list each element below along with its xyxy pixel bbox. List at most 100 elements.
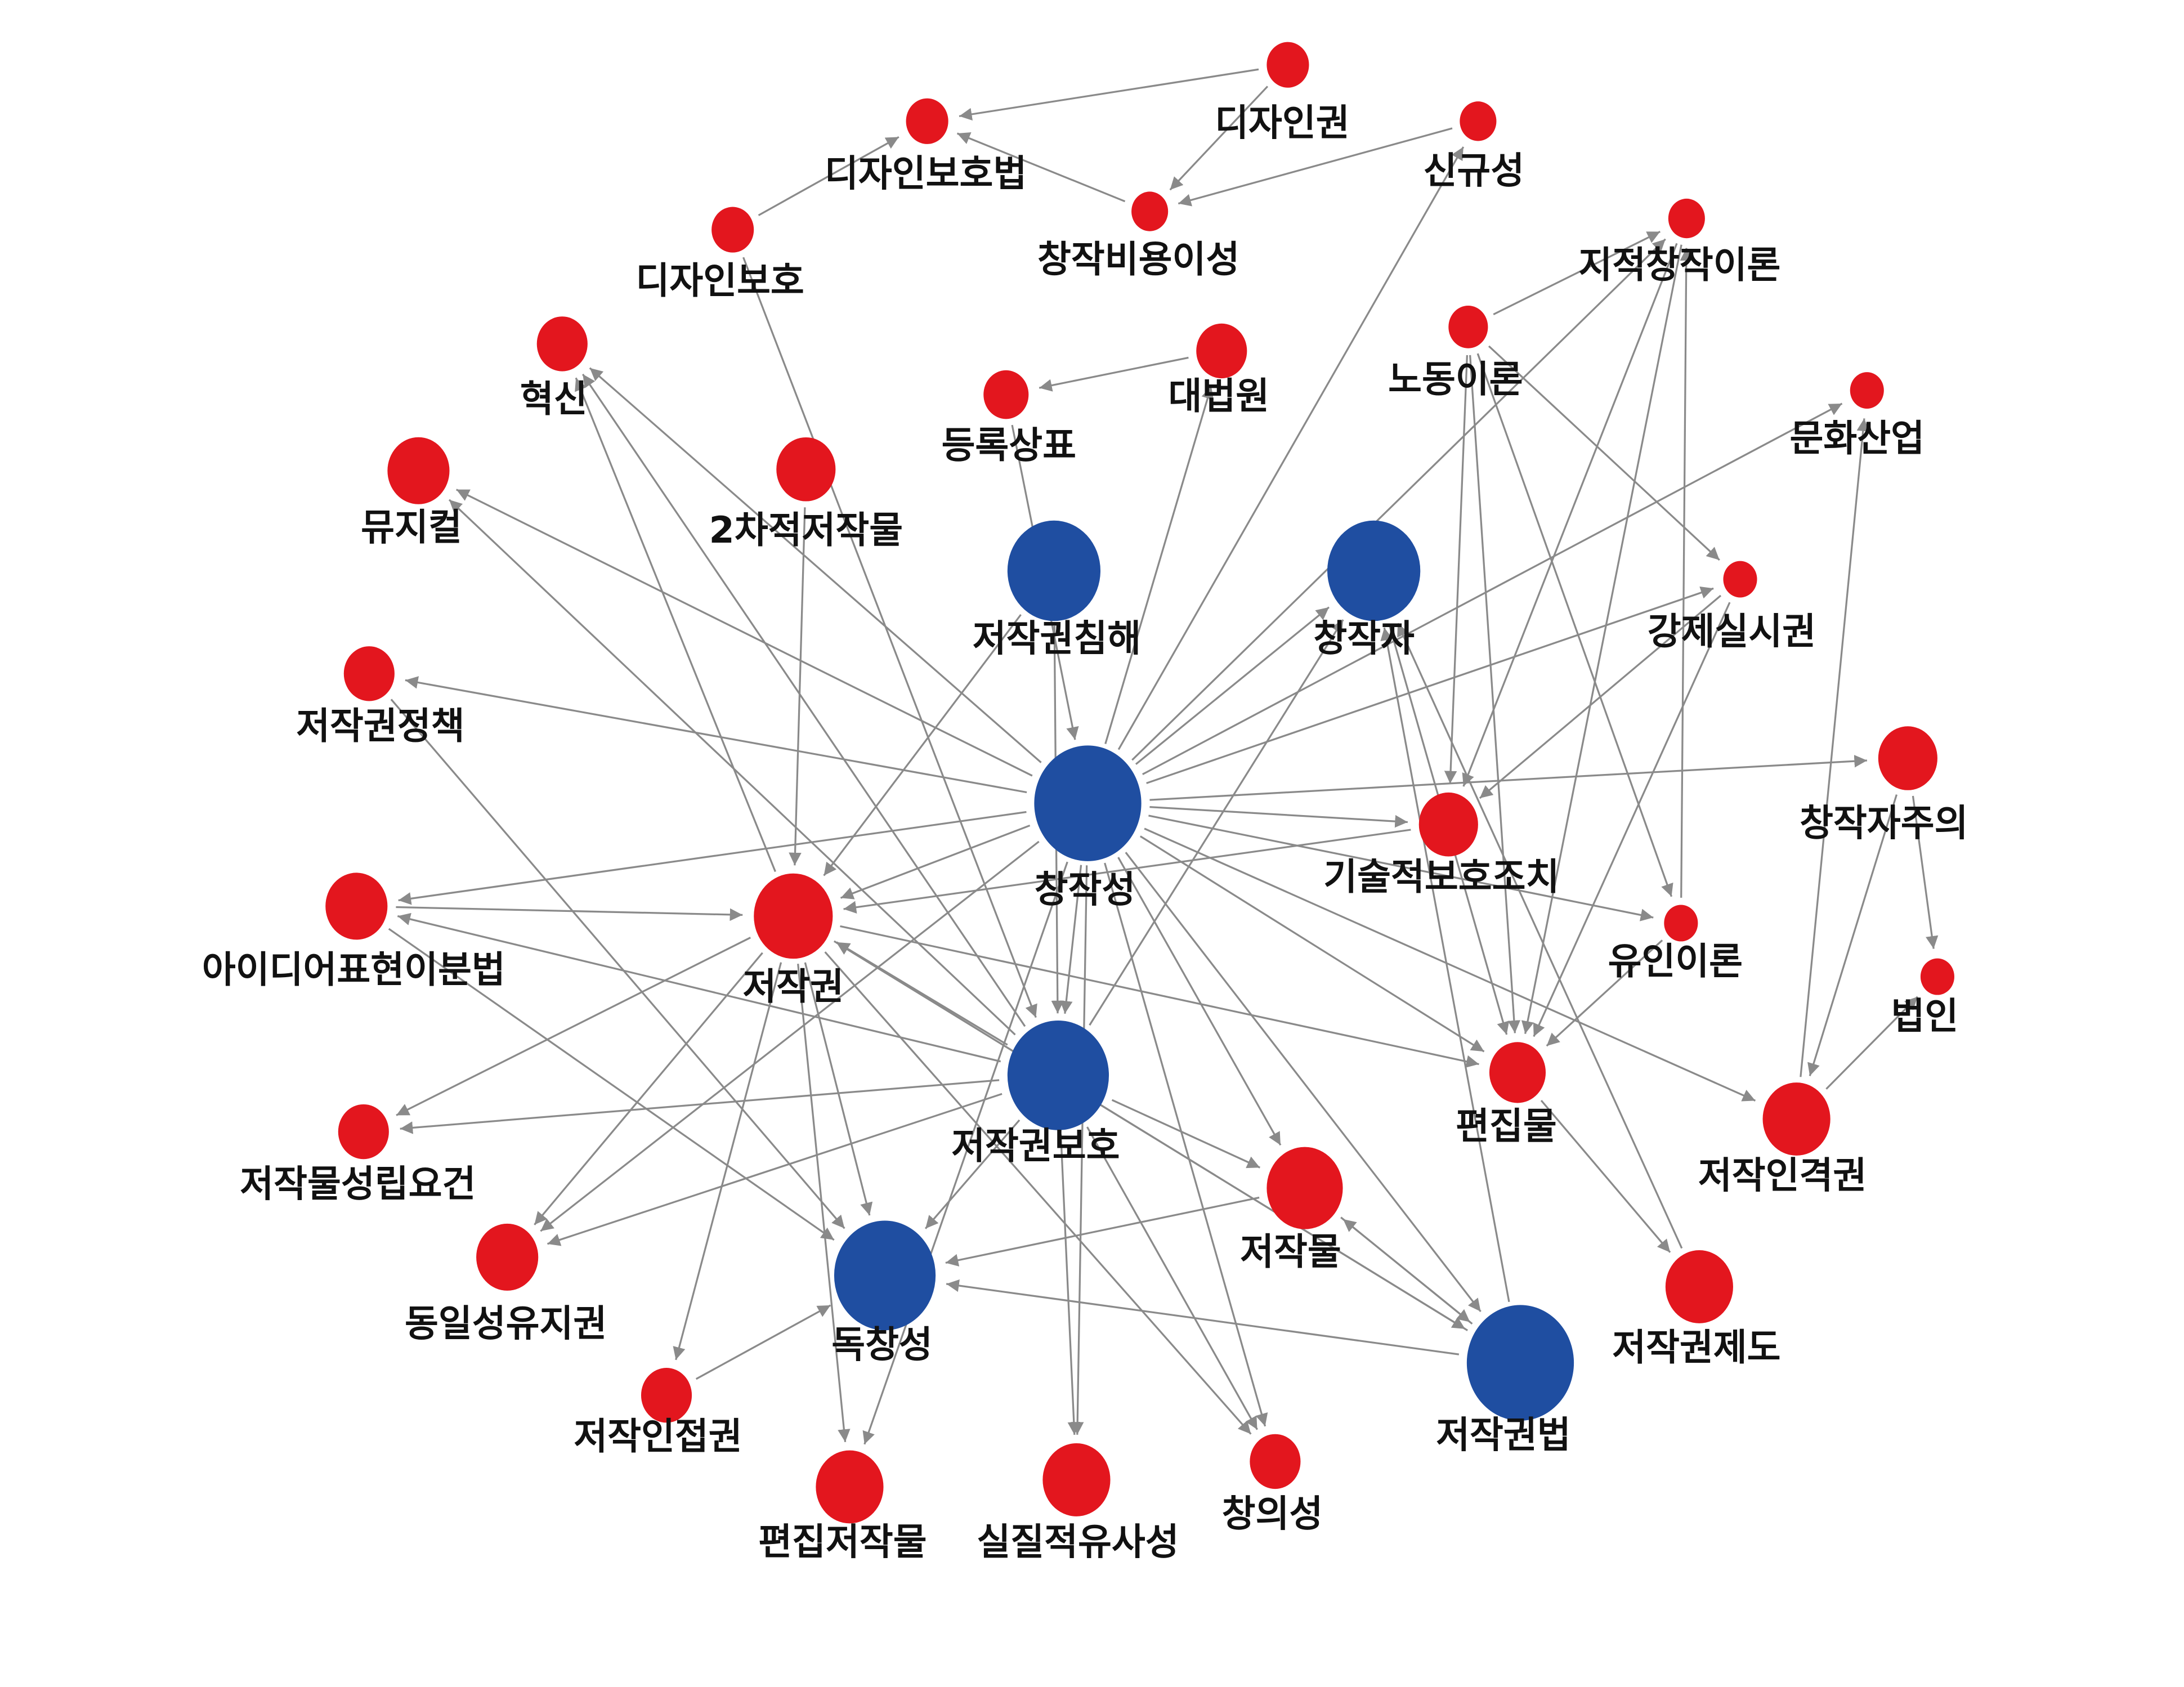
edge-intellectual-tpm (1462, 243, 1678, 787)
node-copyright[interactable] (754, 873, 833, 959)
node-moral[interactable] (1762, 1082, 1831, 1156)
node-compilation[interactable] (1489, 1042, 1546, 1103)
edge-creativity-copyright (840, 825, 1031, 900)
node-label-tpm: 기술적보호조치 (1323, 856, 1559, 898)
node-label-designprot: 디자인보호 (635, 260, 804, 302)
node-label-integrity: 동일성유지권 (405, 1303, 607, 1345)
node-infringement[interactable] (1007, 520, 1101, 621)
node-intellectual[interactable] (1668, 198, 1705, 239)
node-nonobvious[interactable] (1131, 191, 1169, 231)
node-culture[interactable] (1850, 372, 1884, 409)
node-creativity[interactable] (1034, 745, 1142, 861)
edge-creativity-inducement (1148, 815, 1654, 921)
edge-ideaexp-originality (388, 928, 835, 1241)
edge-inducement-intellectual (1680, 248, 1693, 898)
edge-system-creator (1397, 623, 1683, 1249)
node-label-designlaw: 디자인보호법 (825, 153, 1027, 195)
node-originality[interactable] (834, 1220, 936, 1331)
edge-creativity-copyrightlaw (1125, 852, 1482, 1313)
node-designlaw[interactable] (906, 98, 948, 144)
node-label-creativity: 창작성 (1035, 869, 1136, 911)
node-corporation[interactable] (1920, 958, 1954, 995)
node-creator[interactable] (1327, 520, 1421, 621)
node-label-work: 저작물 (1240, 1231, 1341, 1273)
node-label-policy: 저작권정책 (296, 705, 464, 748)
node-novelty[interactable] (1460, 101, 1497, 141)
node-designright[interactable] (1266, 42, 1309, 88)
node-requirements[interactable] (338, 1104, 389, 1160)
node-musical[interactable] (387, 437, 450, 504)
edge-protection-similarity (1060, 1134, 1081, 1435)
edge-protection-originality (924, 1119, 1021, 1229)
node-inducement[interactable] (1664, 905, 1698, 942)
edge-work-copyrightlaw (1340, 1216, 1471, 1323)
edge-nonobvious-designlaw (956, 132, 1126, 203)
edge-authorism-corporation (1912, 795, 1939, 949)
node-label-compwork: 편집저작물 (758, 1522, 927, 1564)
node-integrity[interactable] (476, 1223, 539, 1291)
edge-compulsory-compilation (1533, 602, 1731, 1037)
node-label-innovation: 혁신 (520, 378, 588, 420)
edge-creativity-policy (405, 676, 1027, 794)
node-copyrightlaw[interactable] (1466, 1305, 1574, 1421)
edge-moral-corporation (1825, 996, 1918, 1090)
node-label-infringement: 저작권침해 (973, 618, 1141, 660)
node-derivative[interactable] (776, 437, 836, 502)
edge-creativity-compulsory (1146, 586, 1714, 784)
edge-copyright-neighboring (673, 962, 782, 1361)
node-tpm[interactable] (1418, 792, 1478, 857)
node-label-corporation: 법인 (1891, 996, 1959, 1038)
edge-protection-innovation (581, 373, 1026, 1027)
node-label-ideaexp: 아이디어표현이분법 (202, 949, 505, 991)
edge-protection-creator (1089, 619, 1344, 1026)
node-label-neighboring: 저작인접권 (574, 1416, 742, 1458)
edge-copyright-innovation (575, 377, 776, 872)
edge-derivative-copyright (789, 507, 806, 866)
node-label-compilation: 편집물 (1456, 1106, 1557, 1148)
edge-inducement-compilation (1546, 939, 1663, 1047)
node-work[interactable] (1266, 1147, 1343, 1229)
node-label-requirements: 저작물성립요건 (240, 1164, 476, 1206)
edge-labor-inducement (1476, 353, 1673, 897)
edge-labor-compilation (1469, 355, 1521, 1033)
edge-labor-tpm (1444, 355, 1469, 784)
edge-creativity-similarity (1071, 865, 1088, 1435)
node-neighboring[interactable] (641, 1368, 692, 1423)
node-label-nonobvious: 창작비용이성 (1037, 239, 1239, 281)
node-label-moral: 저작인격권 (1698, 1155, 1867, 1197)
edge-creativity-work (1117, 857, 1282, 1146)
node-policy[interactable] (343, 646, 395, 701)
node-similarity[interactable] (1042, 1443, 1111, 1516)
edge-designprot-designlaw (758, 136, 899, 216)
node-system[interactable] (1665, 1250, 1733, 1323)
edge-moral-culture (1800, 418, 1869, 1077)
edge-designprot-protection (742, 257, 1037, 1018)
node-label-derivative: 2차적저작물 (709, 509, 903, 552)
edge-creativity-court (1104, 386, 1214, 744)
node-designprot[interactable] (711, 207, 754, 253)
edge-protection-inventive (1086, 1126, 1258, 1430)
node-ideaexp[interactable] (325, 872, 388, 940)
node-protection[interactable] (1007, 1021, 1109, 1130)
nodes-layer (325, 42, 1954, 1524)
node-court[interactable] (1196, 323, 1247, 379)
node-label-creator: 창작자 (1313, 618, 1415, 660)
edges-layer (388, 68, 1939, 1445)
node-compwork[interactable] (816, 1450, 884, 1524)
edge-creativity-creator (1135, 606, 1330, 765)
edge-policy-originality (390, 699, 845, 1229)
node-label-trademark: 등록상표 (942, 425, 1076, 467)
node-label-intellectual: 지적창작이론 (1578, 244, 1780, 287)
node-label-copyrightlaw: 저작권법 (1436, 1414, 1570, 1456)
node-innovation[interactable] (536, 316, 588, 372)
node-compulsory[interactable] (1723, 561, 1757, 598)
edge-copyright-originality (804, 962, 873, 1216)
edge-labor-compulsory (1488, 345, 1720, 561)
node-labor[interactable] (1448, 306, 1488, 348)
edge-court-trademark (1039, 356, 1189, 392)
node-trademark[interactable] (983, 370, 1029, 419)
node-label-culture: 문화산업 (1790, 418, 1925, 460)
node-inventive[interactable] (1250, 1434, 1301, 1489)
edge-creativity-novelty (1117, 146, 1465, 750)
node-authorism[interactable] (1878, 726, 1937, 790)
